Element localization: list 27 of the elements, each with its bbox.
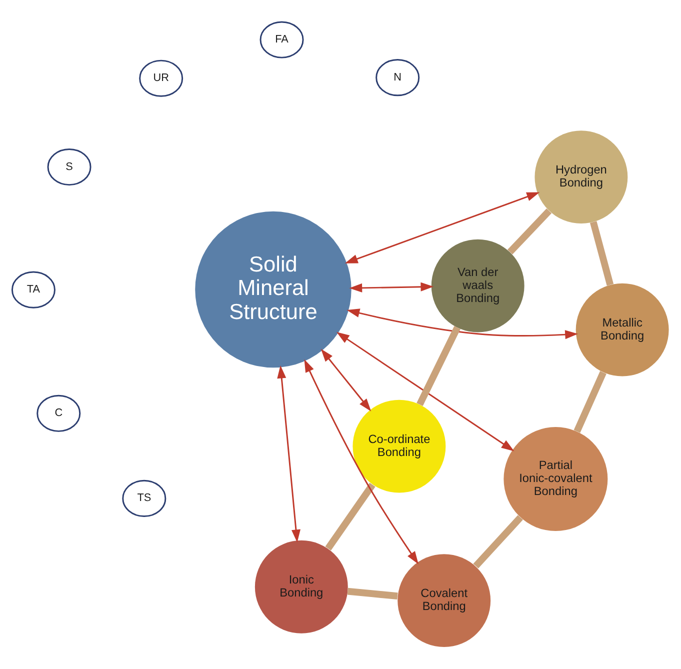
connector xyxy=(347,588,398,600)
connector xyxy=(590,221,614,286)
connector xyxy=(473,515,523,568)
node-ellipse: N xyxy=(376,59,420,96)
node-circle: Van der waals Bonding xyxy=(431,239,524,332)
node-circle: Metallic Bonding xyxy=(576,283,669,376)
arrow xyxy=(346,308,578,340)
connector xyxy=(416,326,460,406)
arrow xyxy=(277,365,300,543)
arrow xyxy=(349,282,434,292)
arrow xyxy=(320,348,372,412)
node-ellipse: TA xyxy=(11,271,56,308)
arrow xyxy=(336,332,514,452)
node-circle: Ionic Bonding xyxy=(254,540,348,634)
arrow xyxy=(344,192,540,264)
node-ellipse: S xyxy=(47,148,92,186)
node-ellipse: FA xyxy=(260,21,304,58)
node-ellipse: C xyxy=(36,394,81,432)
connector xyxy=(507,208,552,254)
node-ellipse: UR xyxy=(139,60,184,97)
node-ellipse: TS xyxy=(122,480,166,517)
node-circle: Partial Ionic-covalent Bonding xyxy=(504,427,608,532)
node-circle: Hydrogen Bonding xyxy=(534,130,628,224)
connector xyxy=(325,482,376,550)
arrow xyxy=(304,359,418,564)
connector xyxy=(574,371,606,433)
node-circle: Covalent Bonding xyxy=(398,554,491,648)
